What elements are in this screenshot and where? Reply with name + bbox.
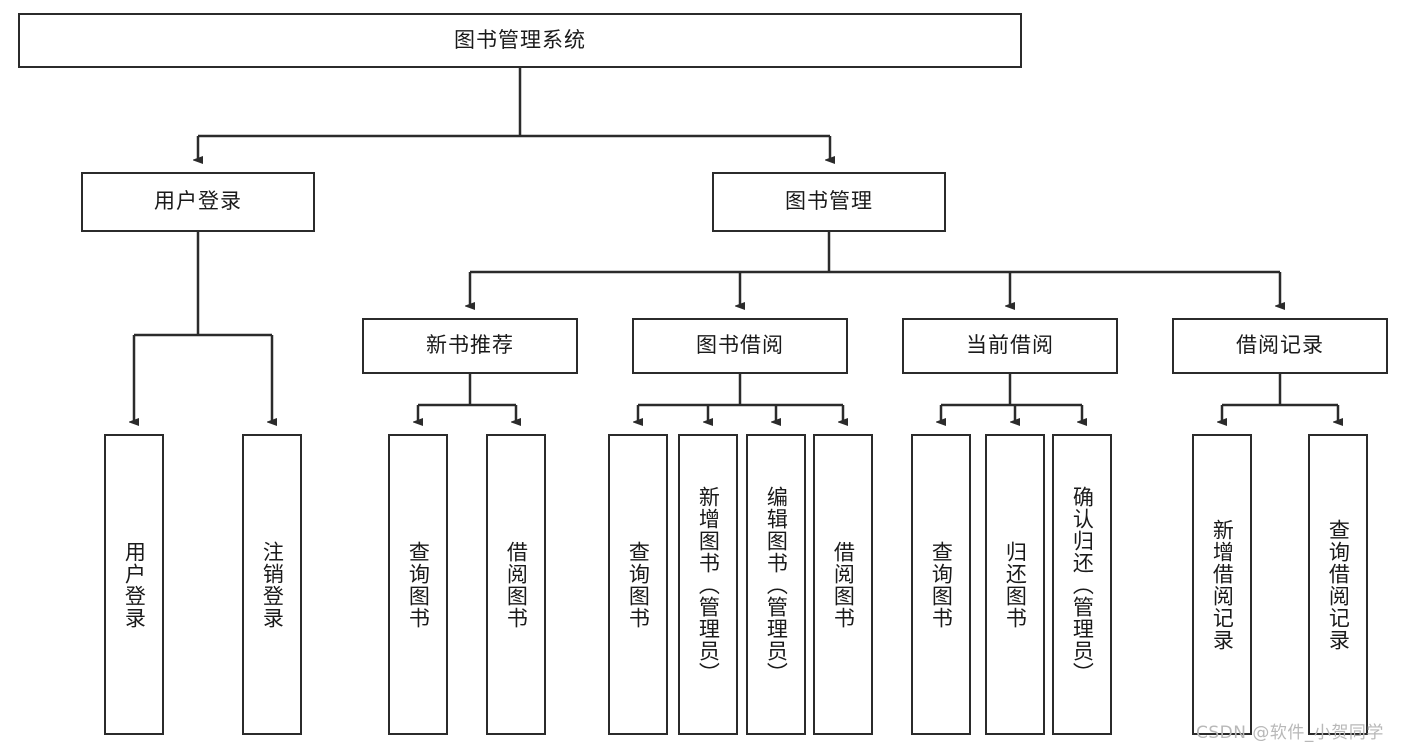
node-user-login-label: 用户登录 <box>154 189 242 214</box>
node-book-management[interactable]: 图书管理 <box>712 172 946 232</box>
node-leaf-borrow-book-1-label: 借阅图书 <box>504 540 529 629</box>
node-leaf-add-book-label: 新增图书（管理员） <box>696 485 721 684</box>
node-new-book-recommend[interactable]: 新书推荐 <box>362 318 578 374</box>
node-leaf-borrow-book-1[interactable]: 借阅图书 <box>486 434 546 735</box>
node-leaf-add-record-label: 新增借阅记录 <box>1210 518 1235 651</box>
node-leaf-user-logout-label: 注销登录 <box>260 540 285 629</box>
csdn-watermark: CSDN @软件_小贺同学 <box>1196 723 1384 743</box>
node-leaf-user-login[interactable]: 用户登录 <box>104 434 164 735</box>
node-leaf-query-book-1-label: 查询图书 <box>406 540 431 629</box>
node-leaf-query-book-1[interactable]: 查询图书 <box>388 434 448 735</box>
node-leaf-user-logout[interactable]: 注销登录 <box>242 434 302 735</box>
node-borrow-record-label: 借阅记录 <box>1236 333 1324 358</box>
node-leaf-add-book[interactable]: 新增图书（管理员） <box>678 434 738 735</box>
node-leaf-return-book-label: 归还图书 <box>1003 540 1028 629</box>
node-leaf-edit-book[interactable]: 编辑图书（管理员） <box>746 434 806 735</box>
node-leaf-user-login-label: 用户登录 <box>122 540 147 629</box>
node-user-login[interactable]: 用户登录 <box>81 172 315 232</box>
node-leaf-borrow-book-2[interactable]: 借阅图书 <box>813 434 873 735</box>
node-leaf-confirm-return[interactable]: 确认归还（管理员） <box>1052 434 1112 735</box>
node-leaf-query-book-3-label: 查询图书 <box>929 540 954 629</box>
node-book-borrow[interactable]: 图书借阅 <box>632 318 848 374</box>
node-leaf-return-book[interactable]: 归还图书 <box>985 434 1045 735</box>
node-current-borrow[interactable]: 当前借阅 <box>902 318 1118 374</box>
node-current-borrow-label: 当前借阅 <box>966 333 1054 358</box>
node-book-borrow-label: 图书借阅 <box>696 333 784 358</box>
node-leaf-query-book-2-label: 查询图书 <box>626 540 651 629</box>
node-leaf-query-record[interactable]: 查询借阅记录 <box>1308 434 1368 735</box>
node-leaf-borrow-book-2-label: 借阅图书 <box>831 540 856 629</box>
node-leaf-query-book-2[interactable]: 查询图书 <box>608 434 668 735</box>
node-root[interactable]: 图书管理系统 <box>18 13 1022 68</box>
node-book-management-label: 图书管理 <box>785 189 873 214</box>
node-leaf-query-record-label: 查询借阅记录 <box>1326 518 1351 651</box>
node-leaf-confirm-return-label: 确认归还（管理员） <box>1070 485 1095 684</box>
node-leaf-query-book-3[interactable]: 查询图书 <box>911 434 971 735</box>
node-root-label: 图书管理系统 <box>454 27 586 52</box>
node-leaf-edit-book-label: 编辑图书（管理员） <box>764 485 789 684</box>
node-borrow-record[interactable]: 借阅记录 <box>1172 318 1388 374</box>
node-new-book-recommend-label: 新书推荐 <box>426 333 514 358</box>
node-leaf-add-record[interactable]: 新增借阅记录 <box>1192 434 1252 735</box>
